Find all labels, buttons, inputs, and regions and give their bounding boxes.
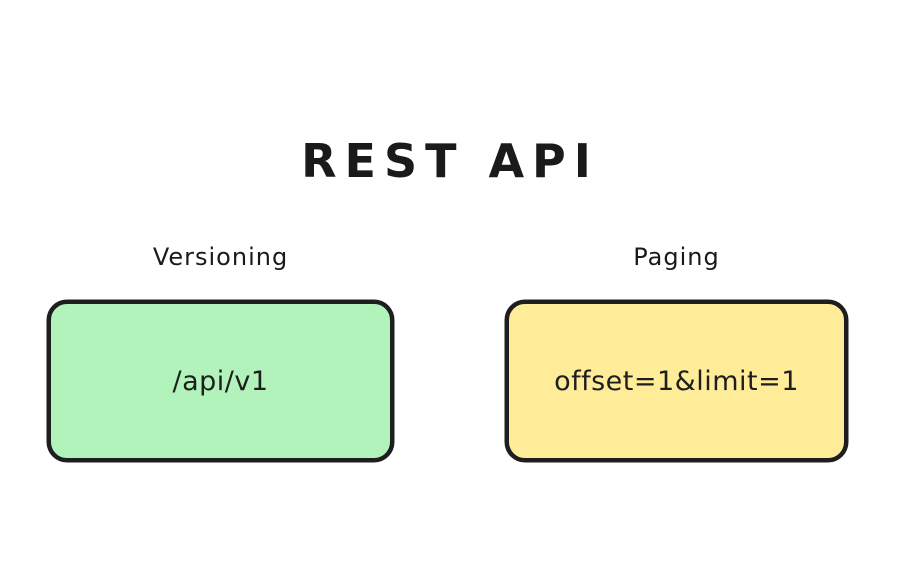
paging-box-text: offset=1&limit=1 bbox=[554, 365, 799, 397]
paging-box[interactable]: offset=1&limit=1 bbox=[505, 300, 848, 462]
versioning-box[interactable]: /api/v1 bbox=[47, 300, 394, 462]
versioning-group: Versioning /api/v1 bbox=[47, 240, 394, 462]
paging-label: Paging bbox=[633, 243, 720, 271]
versioning-box-text: /api/v1 bbox=[172, 365, 269, 397]
versioning-label: Versioning bbox=[152, 243, 289, 271]
paging-group: Paging offset=1&limit=1 bbox=[505, 240, 848, 462]
diagram-title: REST API bbox=[301, 134, 599, 188]
